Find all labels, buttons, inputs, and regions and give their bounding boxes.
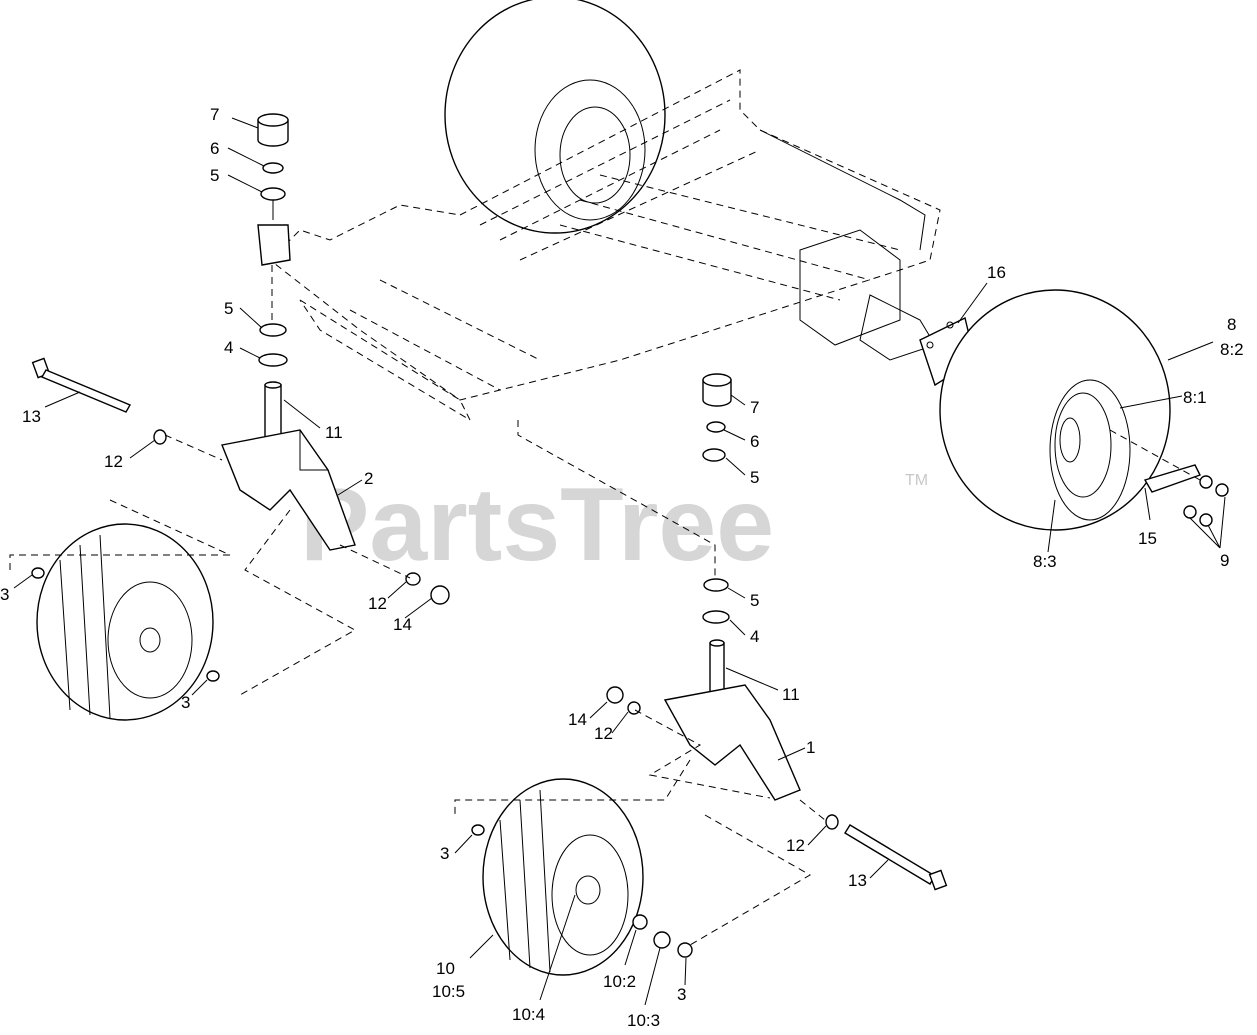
leader-lines [13,117,1226,1006]
callout-13: 13 [22,407,41,426]
callout-11: 11 [325,423,343,442]
callout-7: 7 [210,105,219,124]
callout-8: 8 [1227,315,1236,334]
watermark-text: PartsTree [300,467,774,583]
caster-fork-right-1 [606,684,801,801]
rear-tire-right-8 [939,289,1201,531]
watermark-trademark: TM [905,472,928,489]
callout-4: 4 [750,627,759,646]
callout-9: 9 [1220,551,1229,570]
callout-14: 14 [393,615,412,634]
lug-nuts-9 [1183,475,1229,527]
callout-10-4: 10:4 [512,1005,545,1024]
callout-13: 13 [848,871,867,890]
axle-bolt-left-13 [31,357,450,605]
callout-6: 6 [210,139,219,158]
callout-15: 15 [1138,529,1157,548]
callout-labels: 7 6 5 5 4 13 11 12 2 3 12 14 3 16 8 8:2 … [0,105,1244,1030]
assembly-lines [9,265,1201,946]
callout-3: 3 [677,985,686,1004]
callout-11: 11 [782,685,800,704]
callout-4: 4 [224,338,233,357]
callout-3: 3 [181,693,190,712]
callout-16: 16 [987,263,1006,282]
callout-2: 2 [364,469,373,488]
callout-6: 6 [750,432,759,451]
left-caster-stack [257,113,291,441]
callout-5: 5 [750,591,759,610]
callout-8-3: 8:3 [1033,552,1057,571]
callout-14: 14 [568,710,587,729]
callout-1: 1 [806,738,815,757]
callout-8-2: 8:2 [1220,340,1244,359]
callout-5: 5 [750,468,759,487]
callout-5: 5 [224,299,233,318]
callout-10-2: 10:2 [603,972,636,991]
callout-10-5: 10:5 [432,982,465,1001]
callout-12: 12 [594,724,613,743]
axle-bolt-right-13 [825,814,948,891]
callout-12: 12 [786,836,805,855]
chassis-frame [269,69,941,422]
caster-fork-left-2 [221,429,356,551]
callout-7: 7 [750,398,759,417]
callout-12: 12 [368,594,387,613]
callout-5: 5 [210,166,219,185]
callout-10: 10 [436,959,455,978]
front-tire-right-10 [471,778,693,976]
callout-3: 3 [440,844,449,863]
front-tire-left [31,523,220,721]
callout-8-1: 8:1 [1183,388,1207,407]
rear-tire-left [444,0,666,234]
callout-3: 3 [0,585,9,604]
callout-10-3: 10:3 [627,1011,660,1030]
callout-12: 12 [104,452,123,471]
